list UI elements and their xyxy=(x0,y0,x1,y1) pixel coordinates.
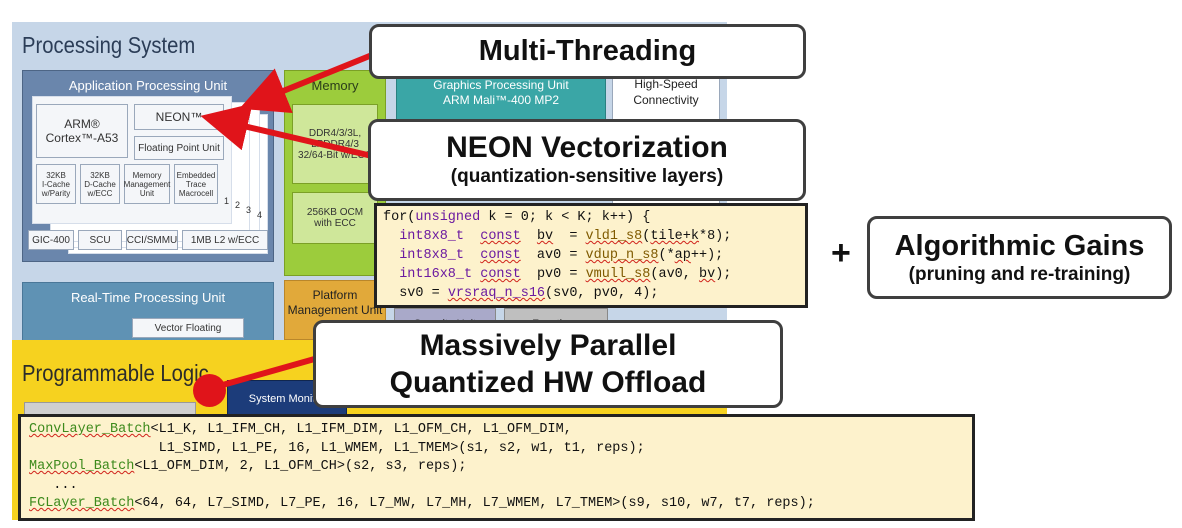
algorithmic-gains-title: Algorithmic Gains xyxy=(894,229,1145,262)
arrow-hw-offload xyxy=(211,355,319,391)
icache-block: 32KB I-Cache w/Parity xyxy=(36,164,76,204)
dcache-block: 32KB D-Cache w/ECC xyxy=(80,164,120,204)
algorithmic-gains-subtitle: (pruning and re-training) xyxy=(908,263,1131,285)
hw-offload-callout: Massively Parallel Quantized HW Offload xyxy=(313,320,783,408)
memory-title: Memory xyxy=(311,78,359,93)
etm-block: Embedded Trace Macrocell xyxy=(174,164,218,204)
hsc-title: High-Speed Connectivity xyxy=(633,77,699,107)
hw-offload-line1: Massively Parallel xyxy=(419,329,677,362)
arrow-multithreading xyxy=(239,52,374,113)
neon-callout: NEON Vectorization (quantization-sensiti… xyxy=(368,119,806,201)
neon-code-snippet: for(unsigned k = 0; k < K; k++) { int8x8… xyxy=(374,203,808,308)
gic-block: GIC-400 xyxy=(28,230,74,250)
plus-sign: + xyxy=(831,234,851,272)
algorithmic-gains-callout: Algorithmic Gains (pruning and re-traini… xyxy=(867,216,1172,299)
gpu-title: Graphics Processing Unit ARM Mali™-400 M… xyxy=(433,78,569,107)
l2-block: 1MB L2 w/ECC xyxy=(182,230,268,250)
multithreading-callout: Multi-Threading xyxy=(369,24,806,79)
core-number-4: 4 xyxy=(257,210,263,220)
hw-offload-line2: Quantized HW Offload xyxy=(389,366,707,399)
hls-code-snippet: ConvLayer_Batch<L1_K, L1_IFM_CH, L1_IFM_… xyxy=(18,414,975,521)
core-number-3: 3 xyxy=(246,205,252,215)
processing-system-title: Processing System xyxy=(22,32,196,58)
rpu-title: Real-Time Processing Unit xyxy=(70,290,226,305)
cci-block: CCI/SMMU xyxy=(126,230,178,250)
vfp-block: Vector Floating xyxy=(132,318,244,338)
ocm-block: 256KB OCM with ECC xyxy=(292,192,378,244)
neon-callout-title: NEON Vectorization xyxy=(446,131,728,164)
apu-title: Application Processing Unit xyxy=(68,78,228,93)
scu-block: SCU xyxy=(78,230,122,250)
arrow-neon xyxy=(200,103,373,159)
arm-core: ARM® Cortex™-A53 xyxy=(36,104,128,158)
offload-target-dot xyxy=(193,374,226,407)
neon-callout-subtitle: (quantization-sensitive layers) xyxy=(450,166,724,187)
mmu-block: Memory Management Unit xyxy=(124,164,170,204)
multithreading-label: Multi-Threading xyxy=(478,35,697,67)
core-number-2: 2 xyxy=(235,200,241,210)
programmable-logic-title: Programmable Logic xyxy=(22,360,209,386)
core-number-1: 1 xyxy=(224,196,230,206)
